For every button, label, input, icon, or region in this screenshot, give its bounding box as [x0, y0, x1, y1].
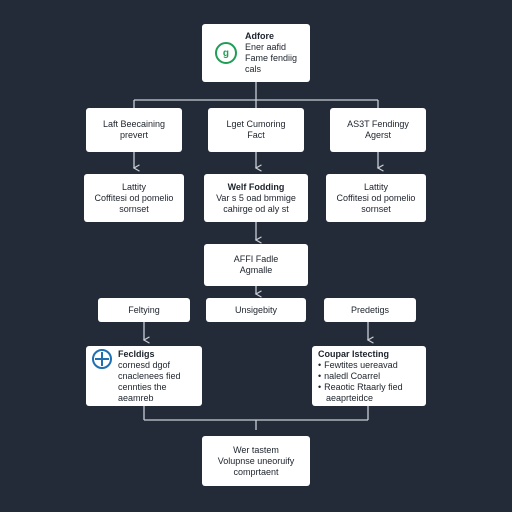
row1-left-line1: Laft Beecaining: [102, 119, 166, 129]
mid-node-line2: Agmalle: [239, 265, 273, 275]
left-panel-line4: aeamreb: [118, 392, 154, 403]
top-node: g Adfore Ener aafid Fame fendiig cals: [202, 24, 310, 82]
top-node-line3: cals: [244, 64, 261, 74]
right-panel-title: Coupar Istecting: [318, 348, 390, 359]
plus-cross-icon: [92, 348, 112, 369]
right-panel-item: naledl Coarrel: [318, 371, 403, 382]
left-panel-line3: cennties the: [118, 381, 167, 392]
row2-right-line1: Lattity: [363, 181, 388, 192]
mid-node-line1: AFFI Fadle: [233, 254, 279, 264]
row2-node-center: Welf Fodding Var s 5 oad bmmige cahirge …: [204, 174, 308, 222]
right-panel-tail: aeaprteidce: [326, 392, 374, 403]
agent-logo-icon: g: [214, 42, 237, 64]
label-center: Unsigebity: [206, 298, 306, 322]
row1-node-right: AS3T Fendingy Agerst: [330, 108, 426, 152]
row1-center-line1: Lget Cumoring: [226, 119, 286, 129]
left-panel: Fecldigs cornesd dgof cnaclenees fied ce…: [86, 346, 202, 406]
row2-node-left: Lattity Coffitesi od pomelio sornset: [84, 174, 184, 222]
bottom-node-line1: Wer tastem: [233, 444, 279, 455]
mid-node: AFFI Fadle Agmalle: [204, 244, 308, 286]
right-panel-item: Fewtites uereavad: [318, 360, 403, 371]
row2-center-title: Welf Fodding: [227, 181, 285, 192]
row1-right-line2: Agerst: [364, 130, 391, 140]
row1-node-left: Laft Beecaining prevert: [86, 108, 182, 152]
row2-right-line2: Coffitesi od pomelio: [336, 192, 416, 203]
row1-center-line2: Fact: [247, 130, 265, 140]
right-panel-item: Reaotic Rtaarly fied: [318, 382, 403, 393]
left-panel-line2: cnaclenees fied: [118, 370, 181, 381]
top-node-line1: Ener aafid: [244, 42, 287, 52]
bottom-node-line2: Volupnse uneoruify: [217, 455, 295, 466]
label-right-text: Predetigs: [350, 304, 390, 315]
row2-right-line3: sornset: [361, 203, 391, 214]
top-node-title: Adfore: [244, 31, 274, 41]
bottom-node: Wer tastem Volupnse uneoruify comprtaent: [202, 436, 310, 486]
row2-node-right: Lattity Coffitesi od pomelio sornset: [326, 174, 426, 222]
row2-left-line2: Coffitesi od pomelio: [94, 192, 174, 203]
left-panel-title: Fecldigs: [118, 348, 155, 359]
left-panel-line1: cornesd dgof: [118, 359, 171, 370]
label-left: Feltying: [98, 298, 190, 322]
row2-center-line2: Var s 5 oad bmmige: [216, 192, 296, 203]
right-panel: Coupar Istecting Fewtites uereavad naled…: [312, 346, 426, 406]
row1-right-line1: AS3T Fendingy: [347, 119, 409, 129]
label-left-text: Feltying: [128, 304, 160, 315]
top-node-line2: Fame fendiig: [244, 53, 298, 63]
row2-center-line3: cahirge od aly st: [223, 203, 289, 214]
bottom-node-line3: comprtaent: [233, 466, 279, 477]
row1-node-center: Lget Cumoring Fact: [208, 108, 304, 152]
row2-left-line3: sornset: [119, 203, 149, 214]
label-center-text: Unsigebity: [234, 304, 278, 315]
row2-left-line1: Lattity: [121, 181, 146, 192]
row1-left-line2: prevert: [119, 130, 148, 140]
label-right: Predetigs: [324, 298, 416, 322]
